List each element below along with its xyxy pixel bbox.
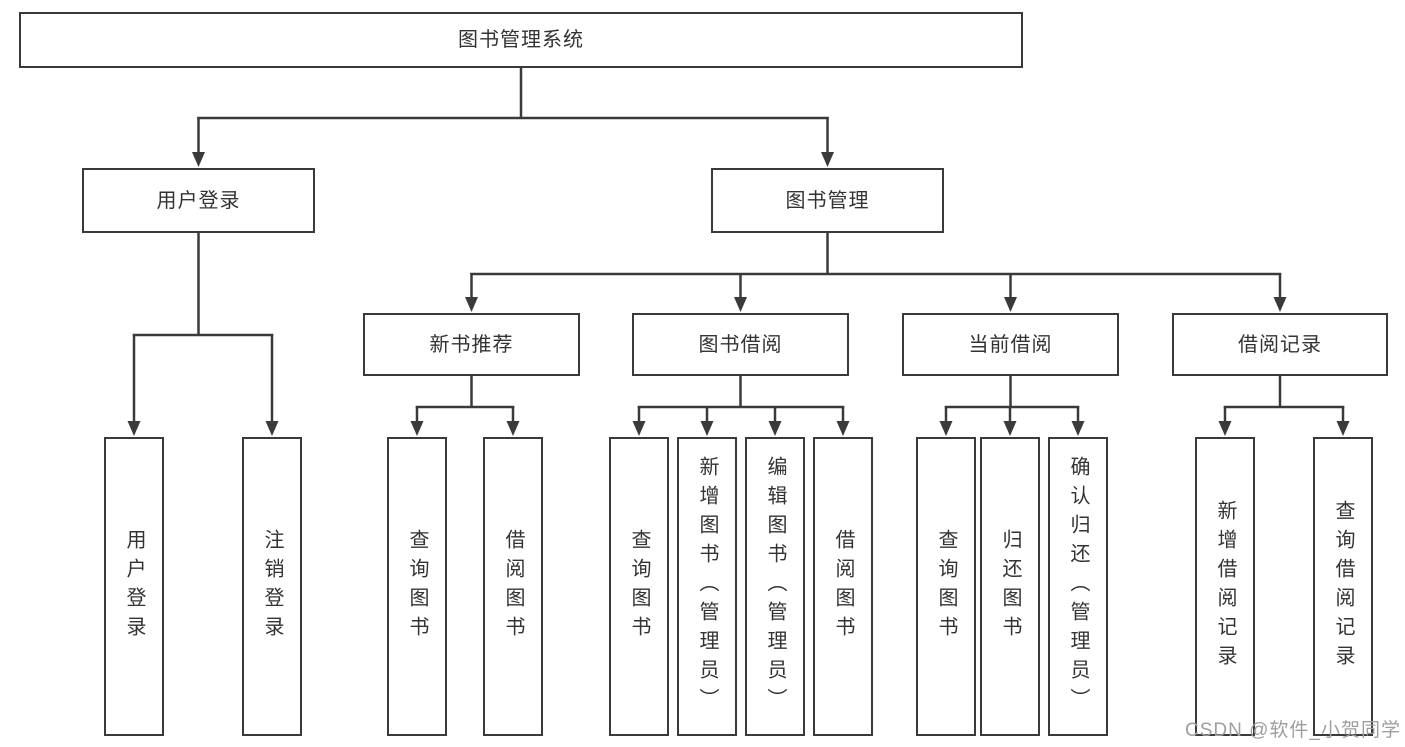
watermark: CSDN @软件_小贺同学	[1185, 720, 1401, 741]
leaf-logout: 注销登录	[242, 437, 302, 736]
leaf-label: 借阅图书	[502, 528, 524, 645]
node-book-management-label: 图书管理	[785, 189, 870, 212]
node-root-label: 图书管理系统	[458, 29, 584, 51]
leaf-label: 用户登录	[123, 528, 145, 645]
leaf-label: 归还图书	[999, 528, 1021, 645]
leaf-add-borrow-record: 新增借阅记录	[1195, 437, 1255, 736]
leaf-label: 查询图书	[406, 528, 428, 645]
leaf-query-books-3: 查询图书	[916, 437, 976, 736]
node-root: 图书管理系统	[19, 12, 1023, 68]
leaf-label: 编辑图书（管理员）	[764, 456, 786, 717]
leaf-query-books-2: 查询图书	[609, 437, 669, 736]
leaf-edit-books-admin: 编辑图书（管理员）	[745, 437, 805, 736]
leaf-query-books-1: 查询图书	[387, 437, 447, 736]
leaf-label: 注销登录	[261, 528, 283, 645]
node-current-borrow: 当前借阅	[902, 313, 1119, 376]
leaf-label: 查询图书	[935, 528, 957, 645]
leaf-label: 查询图书	[628, 528, 650, 645]
leaf-label: 新增图书（管理员）	[696, 456, 718, 717]
leaf-user-login: 用户登录	[104, 437, 164, 736]
leaf-borrow-books-1: 借阅图书	[483, 437, 543, 736]
leaf-label: 新增借阅记录	[1214, 499, 1236, 674]
leaf-borrow-books-2: 借阅图书	[813, 437, 873, 736]
leaf-label: 确认归还（管理员）	[1067, 456, 1089, 717]
node-new-book-recommend-label: 新书推荐	[429, 333, 514, 356]
leaf-add-books-admin: 新增图书（管理员）	[677, 437, 737, 736]
node-book-borrow: 图书借阅	[632, 313, 849, 376]
node-user-login: 用户登录	[82, 168, 315, 233]
leaf-label: 借阅图书	[832, 528, 854, 645]
node-book-borrow-label: 图书借阅	[698, 333, 783, 356]
node-new-book-recommend: 新书推荐	[363, 313, 580, 376]
leaf-confirm-return-admin: 确认归还（管理员）	[1048, 437, 1108, 736]
leaf-query-borrow-record: 查询借阅记录	[1313, 437, 1373, 736]
node-borrow-records-label: 借阅记录	[1238, 333, 1322, 356]
node-book-management: 图书管理	[711, 168, 944, 233]
node-user-login-label: 用户登录	[156, 189, 241, 212]
leaf-label: 查询借阅记录	[1332, 499, 1354, 674]
leaf-return-books: 归还图书	[980, 437, 1040, 736]
node-borrow-records: 借阅记录	[1172, 313, 1388, 376]
node-current-borrow-label: 当前借阅	[968, 333, 1053, 356]
